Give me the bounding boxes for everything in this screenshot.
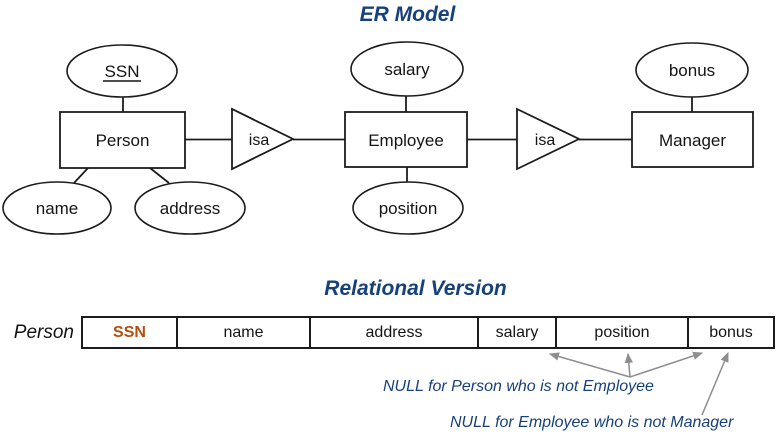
- column-cell-name: name: [178, 318, 311, 347]
- null-annotation-employee: NULL for Person who is not Employee: [383, 378, 654, 395]
- null-annotation-manager: NULL for Employee who is not Manager: [450, 414, 734, 431]
- isa-label-left: isa: [249, 132, 270, 149]
- attribute-label-salary: salary: [384, 60, 430, 79]
- entity-rect-employee: [344, 111, 468, 168]
- entity-label-person: Person: [96, 131, 150, 150]
- attribute-label-position: position: [379, 199, 438, 218]
- attribute-ellipse-ssn: [66, 44, 178, 98]
- entity-rect-manager: [631, 111, 754, 168]
- attribute-ellipse-salary: [350, 41, 464, 97]
- column-cell-bonus: bonus: [709, 323, 753, 341]
- er-connectors: [73, 96, 693, 184]
- arrow-to-salary: [548, 352, 631, 378]
- isa-triangle-right: [516, 107, 582, 171]
- annotation-arrows: [548, 351, 729, 416]
- connector-address-person: [149, 167, 170, 184]
- attribute-label-name: name: [36, 199, 79, 218]
- er-model-title: ER Model: [359, 3, 456, 26]
- column-cell-position: position: [557, 318, 689, 347]
- attribute-ellipse-address: [134, 181, 246, 235]
- column-cell-salary: salary: [479, 318, 557, 347]
- entity-label-manager: Manager: [659, 131, 726, 150]
- arrow-to-bonus: [701, 352, 729, 416]
- attribute-ellipse-bonus: [635, 42, 749, 98]
- er-entity-shapes: [59, 111, 754, 169]
- relation-name-label: Person: [13, 321, 74, 343]
- arrow-to-position-bonus-edge: [629, 351, 703, 378]
- isa-triangle-left: [231, 107, 296, 171]
- attribute-ellipse-position: [352, 181, 464, 235]
- attribute-label-bonus: bonus: [669, 61, 715, 80]
- attribute-label-address: address: [160, 199, 220, 218]
- er-isa-shapes: [231, 107, 582, 171]
- column-cell-ssn: SSN: [83, 318, 178, 347]
- relation-schema-table: SSN name address salary position bonus: [81, 316, 775, 349]
- attribute-ellipse-name: [2, 181, 112, 235]
- connector-name-person: [73, 167, 89, 184]
- attribute-label-ssn: SSN: [105, 62, 140, 81]
- er-attribute-shapes: [2, 41, 749, 235]
- arrow-to-position: [624, 352, 633, 378]
- isa-label-right: isa: [535, 132, 556, 149]
- entity-label-employee: Employee: [368, 131, 444, 150]
- relational-version-title: Relational Version: [324, 277, 507, 300]
- column-cell-address: address: [311, 318, 479, 347]
- entity-rect-person: [59, 111, 186, 169]
